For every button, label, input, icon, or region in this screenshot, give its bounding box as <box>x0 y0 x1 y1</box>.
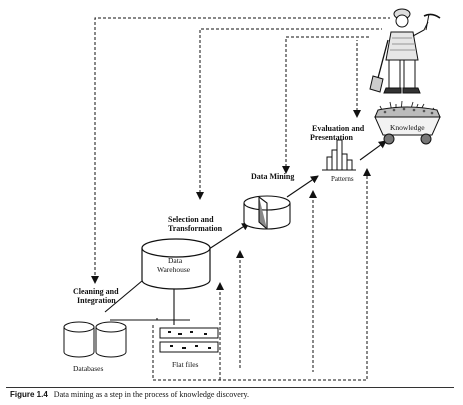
feedback-line-mining <box>285 36 370 172</box>
stage-label-cleaning-1: Cleaning and <box>73 287 119 296</box>
figure-caption: Figure 1.4 Data mining as a step in the p… <box>10 390 249 399</box>
arrowhead-up-warehouse <box>216 282 224 290</box>
databases-connector <box>110 318 158 321</box>
stage-label-selection-1: Selection and <box>168 215 214 224</box>
arrow-patterns-to-knowledge <box>359 140 387 161</box>
arrow-mining-to-patterns <box>286 175 319 198</box>
stage-labels: Cleaning and Integration Selection and T… <box>73 124 365 305</box>
node-label-flat-files: Flat files <box>172 360 199 369</box>
feedback-line-cleaning <box>94 17 390 280</box>
database-cylinder-icon <box>63 321 127 358</box>
figure-caption-text: Data mining as a step in the process of … <box>53 390 250 399</box>
patterns-bar-icon <box>322 139 356 171</box>
arrowhead-up-knowledge <box>363 168 371 176</box>
stage-label-evaluation-2: Presentation <box>310 133 354 142</box>
data-mining-disc-icon <box>243 195 291 230</box>
flat-file-icon <box>159 327 219 353</box>
arrowhead-up-selection <box>236 250 244 258</box>
stage-label-mining: Data Mining <box>251 172 294 181</box>
feedback-return-bottom <box>152 172 368 381</box>
caption-divider <box>6 387 454 388</box>
feedback-loop-lines <box>94 17 390 381</box>
data-warehouse-icon <box>141 238 211 290</box>
stage-label-evaluation-1: Evaluation and <box>312 124 365 133</box>
node-label-warehouse-1: Data <box>168 256 183 265</box>
arrowhead-mining <box>282 166 290 174</box>
figure-number: Figure 1.4 <box>10 390 48 399</box>
feedback-line-selection <box>199 28 382 198</box>
feedback-arrowheads <box>91 110 371 290</box>
stage-label-selection-2: Transformation <box>168 224 223 233</box>
stage-label-cleaning-2: Integration <box>77 296 116 305</box>
arrowhead-up-mining <box>309 190 317 198</box>
node-label-warehouse-2: Warehouse <box>157 265 191 274</box>
node-labels: Databases Flat files Data Warehouse Patt… <box>73 123 425 373</box>
node-label-databases: Databases <box>73 364 103 373</box>
miner-figure-icon <box>369 8 441 94</box>
arrow-warehouse-to-mining <box>208 222 250 250</box>
node-label-knowledge: Knowledge <box>390 123 425 132</box>
diagram-canvas: Cleaning and Integration Selection and T… <box>63 8 441 381</box>
arrowhead-evaluation <box>353 110 361 118</box>
arrowhead-cleaning <box>91 276 99 284</box>
node-label-patterns: Patterns <box>331 175 354 183</box>
knowledge-cart-icon <box>374 100 441 145</box>
arrowhead-selection <box>196 192 204 200</box>
